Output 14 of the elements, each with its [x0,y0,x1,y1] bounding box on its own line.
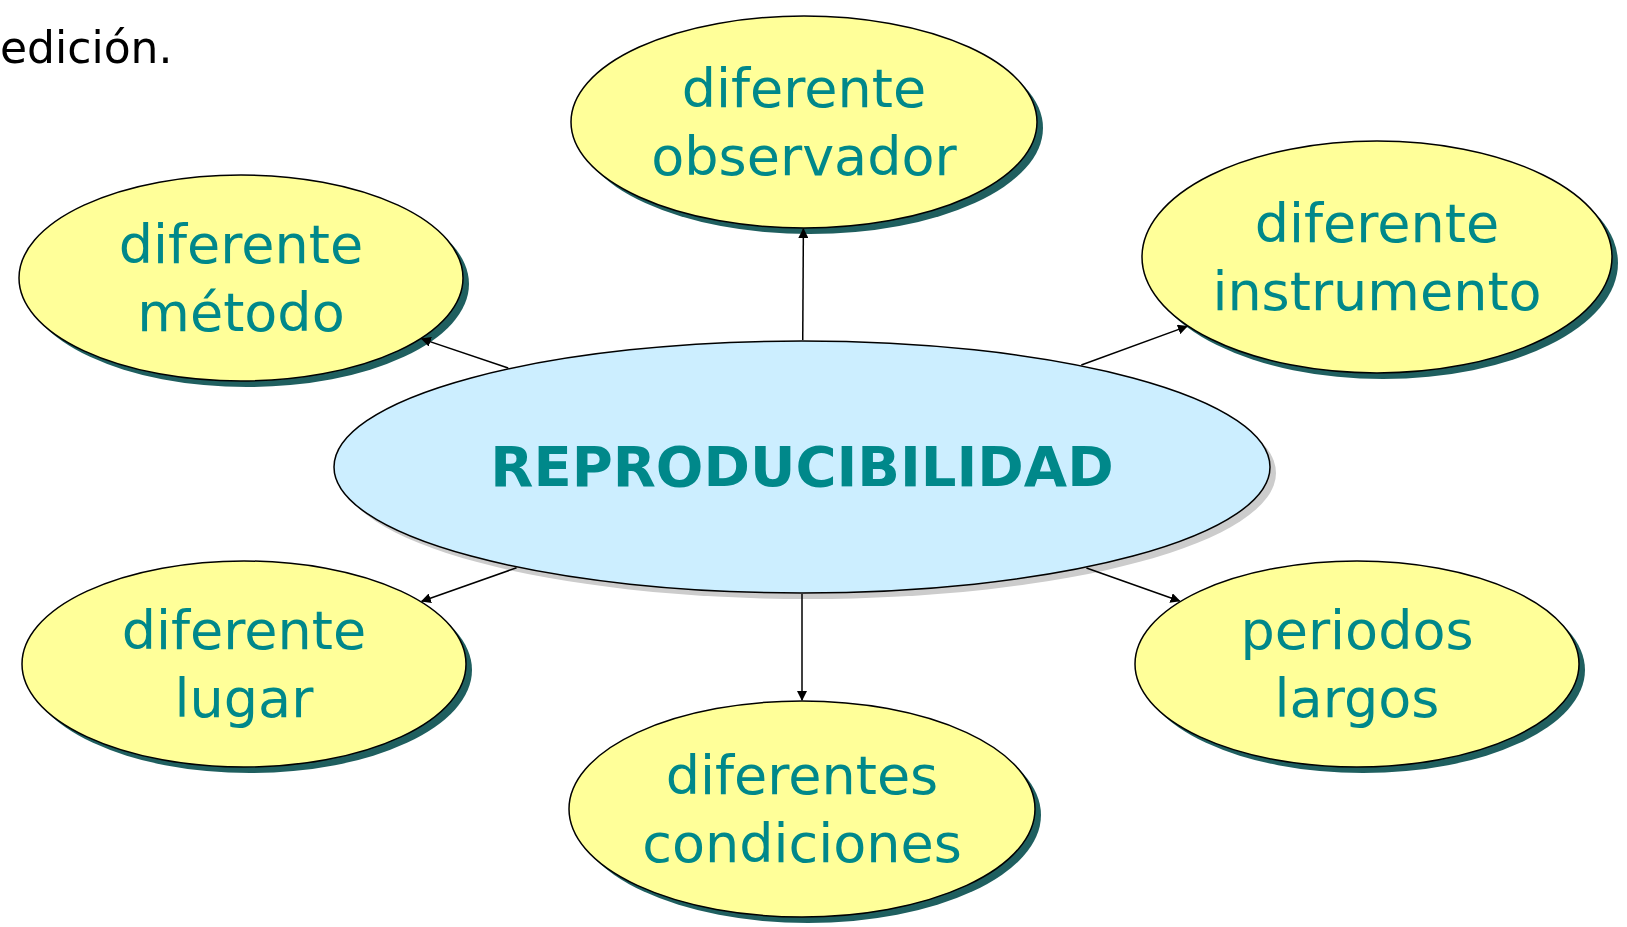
arrow [797,593,807,701]
arrow [420,567,518,603]
topic-text: periodos largos [1239,597,1475,731]
arrow [1080,324,1188,366]
topic-text: diferente método [117,211,365,345]
topic-text: diferente lugar [120,597,368,731]
arrow [420,337,509,369]
arrow [1085,567,1181,603]
topic-text: diferente instrumento [1211,190,1543,324]
central-concept-text: REPRODUCIBILIDAD [489,433,1115,501]
arrow [798,228,809,341]
topic-text: diferente observador [650,55,958,189]
caption-text: edición. [0,22,173,73]
topic-text: diferentes condiciones [641,742,963,876]
